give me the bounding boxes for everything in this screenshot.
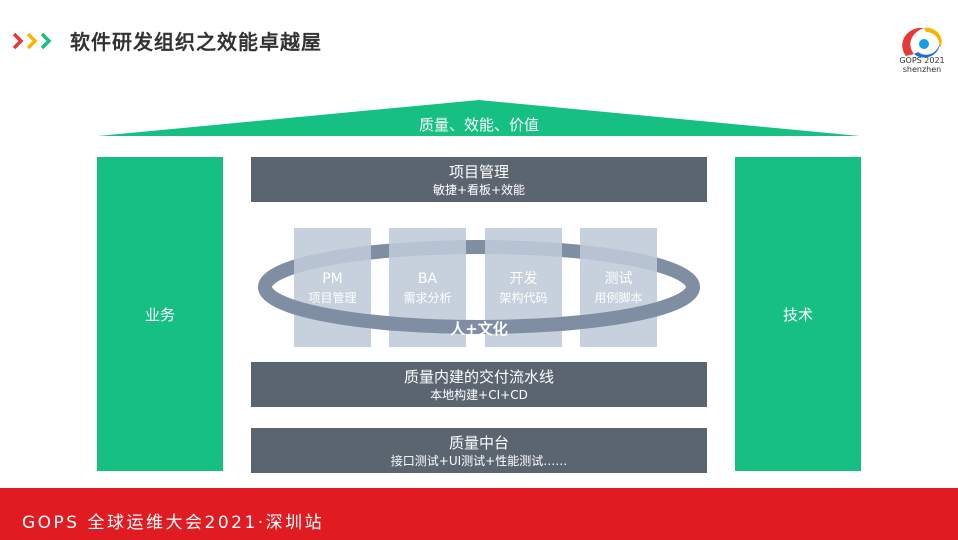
roof-label: 质量、效能、价值 bbox=[418, 116, 539, 134]
left-pillar-label: 业务 bbox=[144, 305, 175, 324]
right-pillar-label: 技术 bbox=[782, 305, 813, 324]
role-card-title: PM bbox=[322, 271, 343, 287]
quality-platform-bar: 质量中台 接口测试+UI测试+性能测试…… bbox=[251, 428, 707, 473]
logo-brand-line: GOPS 2021 bbox=[899, 56, 945, 65]
triple-chevron-icon bbox=[12, 32, 52, 50]
roof-triangle bbox=[98, 100, 860, 136]
delivery-pipeline-bar: 质量内建的交付流水线 本地构建+CI+CD bbox=[251, 362, 707, 407]
role-card-subtitle: 架构代码 bbox=[499, 291, 548, 305]
project-management-bar: 项目管理 敏捷+看板+效能 bbox=[251, 157, 707, 202]
gops-logo-icon bbox=[902, 27, 942, 58]
role-card-title: BA bbox=[417, 271, 438, 287]
role-card-test: 测试 用例脚本 bbox=[580, 228, 657, 347]
role-card-pm: PM 项目管理 bbox=[294, 228, 371, 347]
role-card-subtitle: 项目管理 bbox=[308, 291, 357, 305]
page-title: 软件研发组织之效能卓越屋 bbox=[70, 30, 322, 54]
footer-text: GOPS 全球运维大会2021·深圳站 bbox=[22, 513, 325, 533]
role-card-title: 测试 bbox=[604, 271, 633, 287]
role-card-subtitle: 用例脚本 bbox=[594, 291, 643, 305]
project-management-title: 项目管理 bbox=[448, 163, 509, 181]
logo-city-line: shenzhen bbox=[902, 65, 942, 74]
pipeline-subtitle: 本地构建+CI+CD bbox=[430, 388, 528, 402]
footer-band bbox=[0, 488, 958, 540]
left-pillar-business: 业务 bbox=[97, 157, 223, 471]
pipeline-title: 质量内建的交付流水线 bbox=[403, 368, 554, 386]
culture-ring-front bbox=[258, 286, 700, 334]
role-card-title: 开发 bbox=[509, 271, 538, 287]
right-pillar-technology: 技术 bbox=[735, 157, 861, 471]
role-card-subtitle: 需求分析 bbox=[403, 291, 452, 305]
logo-caption: GOPS 2021 shenzhen bbox=[890, 56, 954, 74]
project-management-subtitle: 敏捷+看板+效能 bbox=[432, 183, 526, 197]
quality-platform-subtitle: 接口测试+UI测试+性能测试…… bbox=[390, 454, 568, 468]
ring-label: 人+文化 bbox=[450, 320, 508, 338]
quality-platform-title: 质量中台 bbox=[448, 434, 509, 452]
